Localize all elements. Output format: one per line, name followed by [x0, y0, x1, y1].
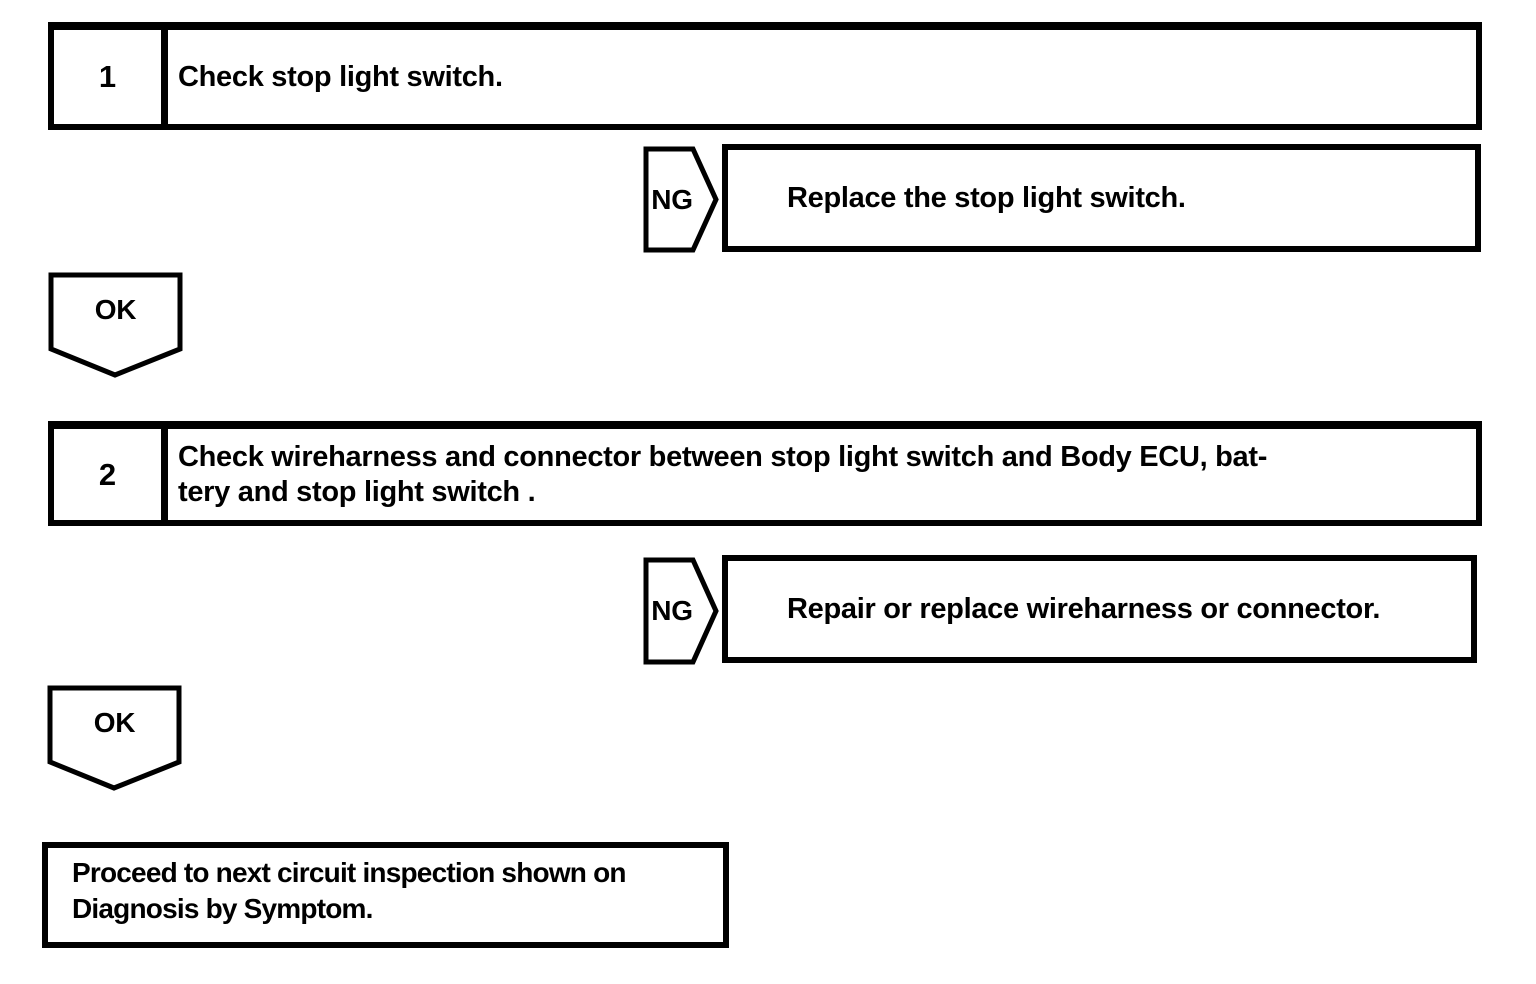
final-text-line-1: Proceed to next circuit inspection shown… [72, 857, 626, 888]
final-text-line-2: Diagnosis by Symptom. [72, 893, 373, 924]
ng-pentagon-shape [643, 146, 719, 253]
ng-1-action-text: Replace the stop light switch. [787, 181, 1186, 214]
ok-pentagon-shape [47, 685, 182, 791]
step-2-box: 2 Check wireharness and connector betwee… [48, 421, 1482, 526]
step-2-instruction-line-2: tery and stop light switch . [178, 475, 536, 508]
step-2-number-cell: 2 [54, 429, 168, 520]
step-1-instruction: Check stop light switch. [178, 60, 503, 93]
ng-2-action-box: Repair or replace wireharness or connect… [722, 555, 1477, 663]
ok-arrow-1: OK [48, 272, 183, 378]
step-2-instruction: Check wireharness and connector between … [168, 429, 1476, 520]
ng-pentagon-shape [643, 557, 719, 665]
ng-2-label: NG [651, 595, 693, 626]
ng-arrow-1: NG [643, 146, 719, 253]
step-1-number: 1 [98, 59, 117, 94]
ok-arrow-2: OK [47, 685, 182, 791]
final-box: Proceed to next circuit inspection shown… [42, 842, 729, 948]
step-1-box: 1 Check stop light switch. [48, 22, 1482, 130]
step-1-number-cell: 1 [54, 30, 168, 124]
ok-2-label: OK [93, 707, 136, 738]
ok-pentagon-shape [48, 272, 183, 378]
ng-1-action-box: Replace the stop light switch. [722, 144, 1481, 252]
step-2-number: 2 [98, 456, 117, 492]
ng-2-action-text: Repair or replace wireharness or connect… [787, 592, 1381, 625]
ng-1-label: NG [651, 183, 693, 215]
step-2-instruction-line-1: Check wireharness and connector between … [178, 440, 1268, 473]
ok-1-label: OK [94, 294, 137, 325]
ng-arrow-2: NG [643, 557, 719, 665]
